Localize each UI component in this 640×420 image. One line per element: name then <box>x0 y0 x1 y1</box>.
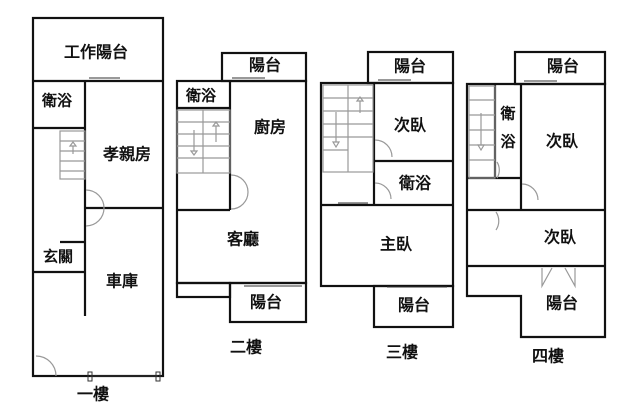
stairs-icon <box>322 84 374 173</box>
stairs-icon <box>468 85 496 179</box>
room-label: 陽台 <box>249 56 281 75</box>
floor-title: 三樓 <box>386 343 418 362</box>
floor-4-plan: 陽台 衛 浴 次臥 次臥 陽台 四樓 <box>465 50 607 366</box>
door-icon <box>230 174 249 210</box>
room-label: 衛浴 <box>398 174 432 193</box>
room-label: 衛浴 <box>185 87 217 105</box>
room-label: 陽台 <box>547 57 579 76</box>
room-label: 工作陽台 <box>64 43 128 62</box>
room-label: 次臥 <box>544 228 577 247</box>
floor-title: 一樓 <box>77 385 109 404</box>
room-label: 陽台 <box>250 293 282 312</box>
room-label: 孝親房 <box>102 145 151 164</box>
door-icon <box>374 182 392 200</box>
room-label: 次臥 <box>394 116 427 135</box>
floor-3-plan: 陽台 次臥 衛浴 主臥 陽台 三樓 <box>319 50 455 362</box>
floor-2-plan: 陽台 衛浴 廚房 客廳 陽台 二樓 <box>175 51 308 357</box>
room-label: 陽台 <box>546 294 578 313</box>
room-label: 主臥 <box>380 235 413 254</box>
door-icon <box>521 183 539 201</box>
stairs-icon <box>176 109 231 174</box>
room-label: 次臥 <box>546 132 579 151</box>
floor-1-plan: 工作陽台 衛浴 孝親房 玄關 車庫 一樓 <box>31 16 165 404</box>
door-icon <box>85 207 105 227</box>
door-icon <box>374 139 393 158</box>
double-door-icon <box>541 267 576 289</box>
room-label: 衛 <box>499 105 515 123</box>
floor-title: 四樓 <box>532 347 564 366</box>
room-label: 浴 <box>500 133 516 151</box>
floor-title: 二樓 <box>230 338 262 357</box>
room-label: 玄關 <box>43 248 73 266</box>
room-label: 陽台 <box>398 296 430 315</box>
stairs-icon <box>59 130 86 180</box>
door-icon <box>85 189 105 209</box>
door-icon <box>35 355 57 377</box>
room-label: 車庫 <box>106 272 138 291</box>
door-icon <box>495 211 500 231</box>
door-icon <box>496 161 500 179</box>
room-label: 客廳 <box>227 230 259 249</box>
room-label: 廚房 <box>254 118 286 137</box>
room-label: 陽台 <box>394 57 426 76</box>
room-label: 衛浴 <box>41 92 73 110</box>
